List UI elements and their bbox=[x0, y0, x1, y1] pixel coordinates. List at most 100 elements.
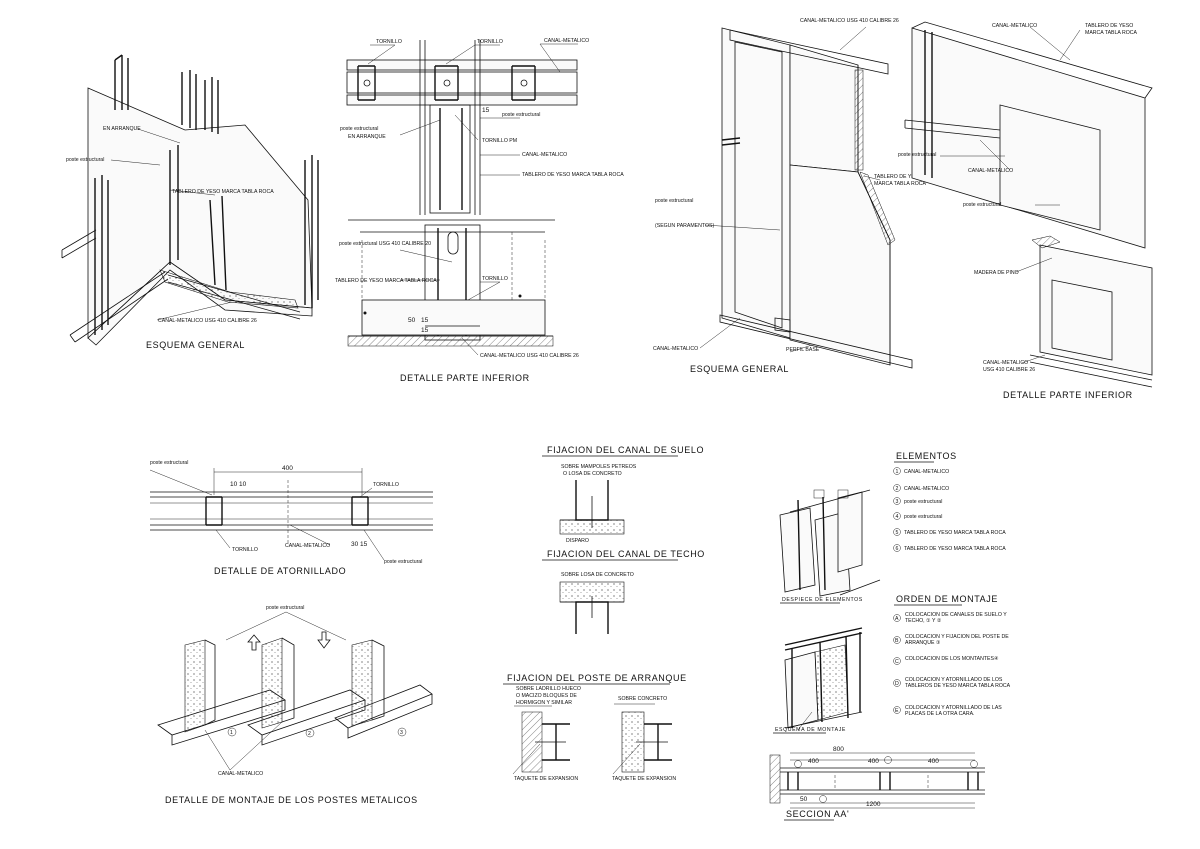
orden-e-text: COLOCACION Y ATORNILLADO DE LAS PLACAS D… bbox=[905, 705, 1002, 717]
label-canal-metalico-e: CANAL-METALICO bbox=[968, 168, 1013, 174]
label-sobre-ladrillo-a: SOBRE LADRILLO HUECO bbox=[516, 686, 581, 692]
orden-c-text: COLOCACION DE LOS MONTANTES④ bbox=[905, 656, 999, 662]
label-en-arranque: EN ARRANQUE bbox=[103, 126, 141, 132]
title-canal-techo: FIJACION DEL CANAL DE TECHO bbox=[547, 549, 705, 559]
montaje-step-2 bbox=[247, 637, 366, 746]
title-despiece: DESPIECE DE ELEMENTOS bbox=[782, 597, 863, 603]
elem-1-text: CANAL-METALICO bbox=[904, 469, 949, 475]
label-segun-paramentos: (SEGUN PARAMENTOS) bbox=[655, 223, 714, 229]
label-canal-metalico-a: CANAL-METALICO bbox=[544, 38, 589, 44]
dim-1200: 1200 bbox=[866, 801, 881, 808]
orden-e-num: E bbox=[895, 708, 899, 714]
label-en-arranque-b: EN ARRANQUE bbox=[348, 134, 386, 140]
label-tablero-yeso-c: TABLERO DE YESO MARCA TABLA ROCA bbox=[335, 278, 437, 284]
dim-400-d: 400 bbox=[928, 758, 939, 765]
label-tornillo-a: TORNILLO bbox=[376, 39, 402, 45]
seccion-aa: 800 400 400 400 50 1200 SECCION AA' bbox=[769, 746, 985, 821]
title-detalle-inferior-2: DETALLE PARTE INFERIOR bbox=[1003, 390, 1133, 400]
esquema-general-2: CANAL-METALICO USG 410 CALIBRE 26 TABLER… bbox=[653, 18, 927, 374]
orden-d-text: COLOCACION Y ATORNILLADO DE LOS TABLEROS… bbox=[905, 677, 1011, 689]
detalle-parte-inferior-1: TORNILLO TORNILLO CANAL-METALICO poste e… bbox=[335, 38, 624, 383]
esquema-general-1: EN ARRANQUE poste estructural TABLERO DE… bbox=[61, 54, 319, 350]
label-poste-estructural-f: poste estructural bbox=[150, 460, 188, 466]
elem-6-text: TABLERO DE YESO MARCA TABLA ROCA bbox=[904, 546, 1006, 552]
label-sobre-concreto: SOBRE CONCRETO bbox=[618, 696, 667, 702]
label-poste-usg-20: poste estructural USG 410 CALIBRE 20 bbox=[339, 241, 431, 247]
label-canal-usg-b: CANAL-METALICO USG 410 CALIBRE 26 bbox=[480, 353, 579, 359]
label-taquete-a: TAQUETE DE EXPANSION bbox=[514, 776, 578, 782]
label-canal-metalico-f: CANAL-METALICO bbox=[285, 543, 330, 549]
fijacion-canal-techo: FIJACION DEL CANAL DE TECHO SOBRE LOSA D… bbox=[542, 549, 705, 634]
dim-800: 800 bbox=[833, 746, 844, 753]
label-tablero-yeso-a: TABLERO DE YESO MARCA TABLA ROCA bbox=[172, 189, 274, 195]
title-montaje-postes: DETALLE DE MONTAJE DE LOS POSTES METALIC… bbox=[165, 795, 418, 805]
elem-5-num: 5 bbox=[896, 530, 899, 536]
orden-b-text: COLOCACION Y FIJACION DEL POSTE DE ARRAN… bbox=[905, 634, 1009, 646]
dim-1010: 10 10 bbox=[230, 481, 247, 488]
label-poste-estructural-g: poste estructural bbox=[384, 559, 422, 565]
label-sobre-mamposteria-b: O LOSA DE CONCRETO bbox=[563, 471, 622, 477]
dim-15-a: 15 bbox=[482, 107, 490, 114]
dim-50: 50 bbox=[408, 317, 416, 324]
title-esquema-montaje: ESQUEMA DE MONTAJE bbox=[775, 727, 846, 733]
elem-2-text: CANAL-METALICO bbox=[904, 486, 949, 492]
label-sobre-ladrillo-b: O MACIZO BLOQUES DE bbox=[516, 693, 577, 699]
montaje-step-1 bbox=[157, 639, 286, 746]
esquema-montaje: ESQUEMA DE MONTAJE bbox=[773, 627, 863, 734]
montaje-step-3 bbox=[334, 639, 433, 739]
title-atornillado: DETALLE DE ATORNILLADO bbox=[214, 566, 346, 576]
title-detalle-inferior-1: DETALLE PARTE INFERIOR bbox=[400, 373, 530, 383]
title-seccion: SECCION AA' bbox=[786, 809, 849, 819]
label-tornillo-d: TORNILLO bbox=[373, 482, 399, 488]
label-taquete-b: TAQUETE DE EXPANSION bbox=[612, 776, 676, 782]
orden-c-num: C bbox=[895, 659, 899, 665]
title-poste-arranque: FIJACION DEL POSTE DE ARRANQUE bbox=[507, 673, 687, 683]
title-elementos: ELEMENTOS bbox=[896, 451, 957, 461]
label-canal-metalico-c: CANAL-METALICO bbox=[653, 346, 698, 352]
dim-400-a: 400 bbox=[282, 465, 293, 472]
title-esquema-general-1: ESQUEMA GENERAL bbox=[146, 340, 245, 350]
fijacion-canal-suelo: FIJACION DEL CANAL DE SUELO SOBRE MAMPOL… bbox=[542, 445, 704, 544]
dim-15-b: 15 bbox=[421, 317, 429, 324]
label-sobre-mamposteria-a: SOBRE MAMPOLES PETREOS bbox=[561, 464, 637, 470]
elem-3-num: 3 bbox=[896, 499, 899, 505]
label-canal-usg-d1: CANAL-METALICO bbox=[983, 360, 1028, 366]
elem-5-text: TABLERO DE YESO MARCA TABLA ROCA bbox=[904, 530, 1006, 536]
elem-4-text: poste estructural bbox=[904, 514, 942, 520]
label-canal-usg-a: CANAL-METALICO USG 410 CALIBRE 26 bbox=[158, 318, 257, 324]
label-canal-metalico-b: CANAL-METALICO bbox=[522, 152, 567, 158]
dim-400-b: 400 bbox=[808, 758, 819, 765]
label-poste-estructural-b: poste estructural bbox=[502, 112, 540, 118]
elem-2-num: 2 bbox=[896, 486, 899, 492]
label-tablero-yeso-b: TABLERO DE YESO MARCA TABLA ROCA bbox=[522, 172, 624, 178]
detalle-atornillado: 400 10 10 30 15 poste estructural TORNIL… bbox=[149, 460, 433, 576]
label-madera-pino: MADERA DE PINO bbox=[974, 270, 1019, 276]
title-canal-suelo: FIJACION DEL CANAL DE SUELO bbox=[547, 445, 704, 455]
label-tablero-yeso-d2: MARCA TABLA ROCA bbox=[874, 181, 927, 187]
detalle-parte-inferior-2: CANAL-METALICO TABLERO DE YESO MARCA TAB… bbox=[898, 21, 1153, 400]
label-tornillo-c: TORNILLO bbox=[482, 276, 508, 282]
elem-1-num: 1 bbox=[896, 469, 899, 475]
orden-d-num: D bbox=[895, 681, 899, 687]
elementos-legend: ELEMENTOS 1 CANAL-METALICO 2 CANAL-METAL… bbox=[779, 451, 1006, 604]
label-tablero-yeso-e2: MARCA TABLA ROCA bbox=[1085, 30, 1138, 36]
label-tablero-yeso-d1: TABLERO DE YESO bbox=[874, 174, 922, 180]
label-tornillo-b: TORNILLO bbox=[477, 39, 503, 45]
label-perfil-base: PERFIL BASE bbox=[786, 347, 820, 353]
label-tablero-yeso-e1: TABLERO DE YESO bbox=[1085, 23, 1133, 29]
label-canal-usg-c: CANAL-METALICO USG 410 CALIBRE 26 bbox=[800, 18, 899, 24]
label-sobre-losa: SOBRE LOSA DE CONCRETO bbox=[561, 572, 634, 578]
label-poste-en-arranque-a: poste estructural bbox=[340, 126, 378, 132]
elem-3-text: poste estructural bbox=[904, 499, 942, 505]
orden-montaje: ORDEN DE MONTAJE A COLOCACION DE CANALES… bbox=[893, 594, 1011, 717]
label-sobre-ladrillo-c: HORMIGON Y SIMILAR bbox=[516, 700, 572, 706]
orden-b-num: B bbox=[895, 638, 899, 644]
dim-50-b: 50 bbox=[800, 796, 808, 803]
dim-400-c: 400 bbox=[868, 758, 879, 765]
label-canal-usg-d2: USG 410 CALIBRE 26 bbox=[983, 367, 1035, 373]
label-canal-metalico-d: CANAL-METALICO bbox=[992, 23, 1037, 29]
label-tornillo-e: TORNILLO bbox=[232, 547, 258, 553]
label-poste-estructural-a: poste estructural bbox=[66, 157, 104, 163]
title-orden-montaje: ORDEN DE MONTAJE bbox=[896, 594, 998, 604]
